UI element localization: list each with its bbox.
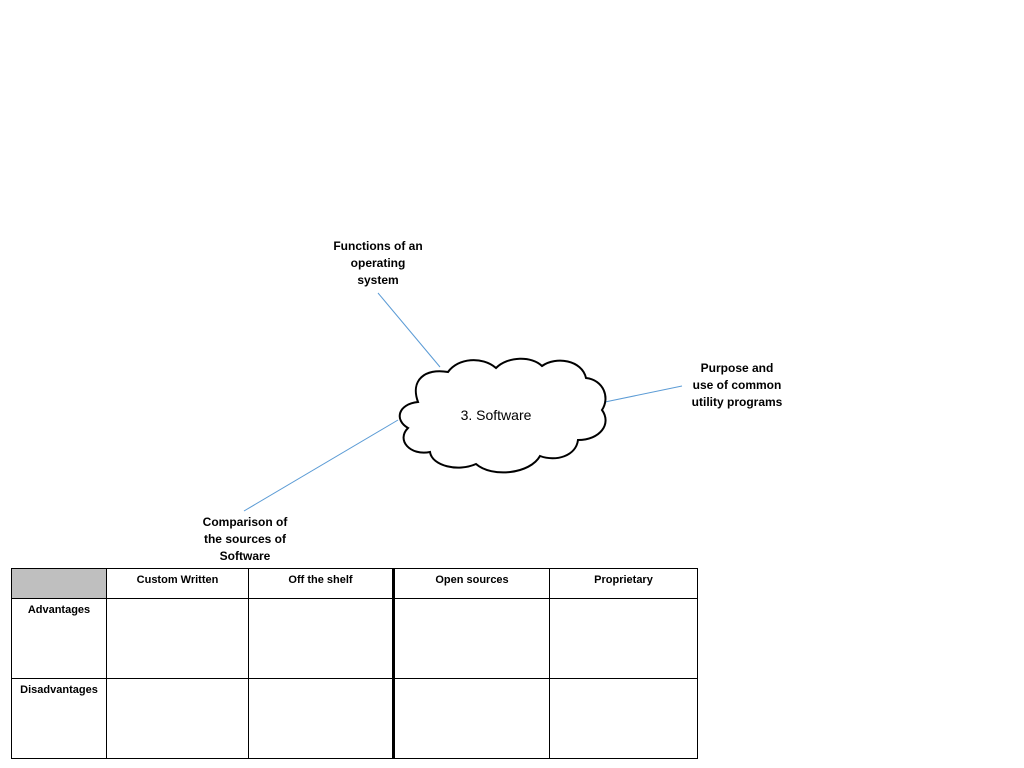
table-cell <box>248 598 394 679</box>
branch-label-os-functions: Functions of an operating system <box>333 239 423 287</box>
column-header: Proprietary <box>549 568 698 599</box>
cloud-label: 3. Software <box>461 407 532 423</box>
table-cell <box>248 678 394 759</box>
row-header: Disadvantages <box>11 678 107 759</box>
cloud-shape <box>398 357 607 474</box>
connector-utility-programs <box>604 385 683 403</box>
table-cell <box>106 678 249 759</box>
column-header: Open sources <box>392 568 550 599</box>
column-header: Custom Written <box>106 568 249 599</box>
table-cell <box>392 678 550 759</box>
branch-label-utility-programs: Purpose and use of common utility progra… <box>691 361 783 409</box>
table-cell <box>392 598 550 679</box>
table-row: Disadvantages <box>11 678 698 759</box>
connector-software-sources <box>243 419 399 512</box>
corner-cell <box>11 568 107 599</box>
table-cell <box>549 678 698 759</box>
table-row: Advantages <box>11 598 698 679</box>
table-cell <box>106 598 249 679</box>
column-header: Off the shelf <box>248 568 394 599</box>
row-header: Advantages <box>11 598 107 679</box>
table-cell <box>549 598 698 679</box>
connector-os-functions <box>377 292 441 368</box>
branch-label-software-sources: Comparison of the sources of Software <box>202 515 288 563</box>
comparison-table: Custom Written Off the shelf Open source… <box>11 568 698 759</box>
table-header-row: Custom Written Off the shelf Open source… <box>11 568 698 599</box>
